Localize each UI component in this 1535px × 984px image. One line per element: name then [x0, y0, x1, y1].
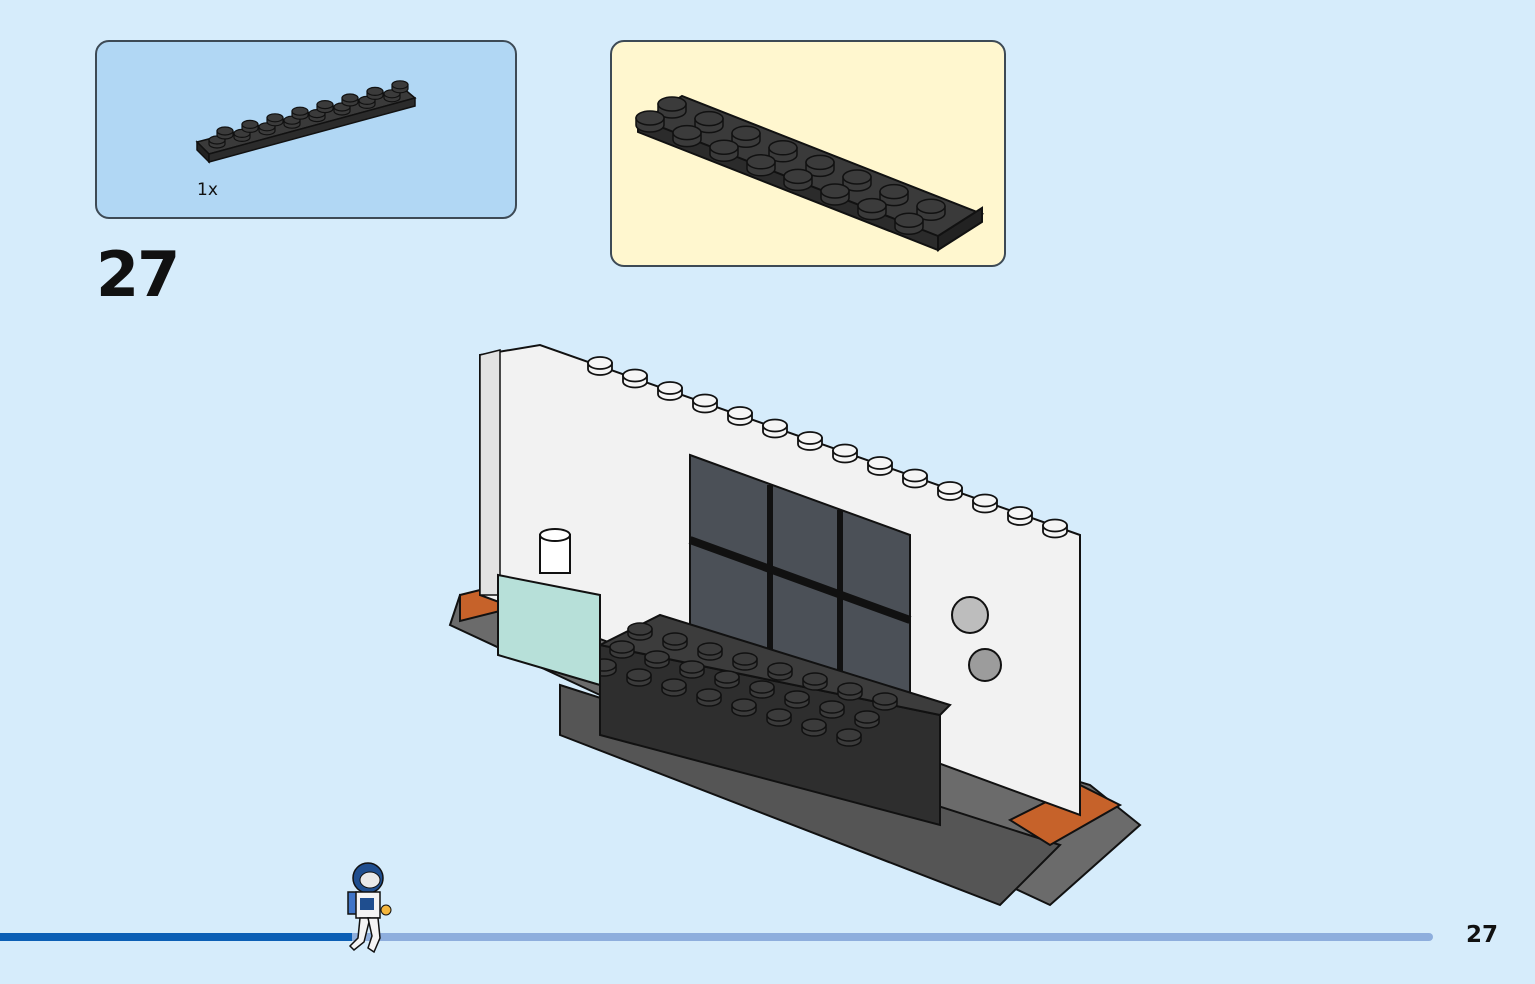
- stud-top: [767, 662, 793, 676]
- stud-top: [657, 381, 683, 395]
- lamp: [951, 596, 989, 634]
- stud-top: [937, 481, 963, 495]
- progress-bar: [0, 933, 1433, 941]
- stud-top: [867, 456, 893, 470]
- glass-panel: [497, 573, 601, 687]
- stud-top: [766, 708, 792, 722]
- stud-top: [672, 124, 702, 141]
- stud-top: [762, 418, 788, 433]
- stud-top: [587, 356, 613, 370]
- stud-top: [819, 700, 845, 714]
- stud-top: [894, 212, 924, 228]
- stud-top: [661, 678, 687, 692]
- stud-top: [662, 632, 688, 646]
- stud-top: [626, 668, 652, 682]
- progress-fill: [0, 933, 352, 941]
- stud-top: [902, 468, 928, 483]
- stud-top: [749, 680, 775, 694]
- stud-top: [291, 106, 309, 116]
- stud-top: [768, 140, 798, 156]
- stud-top: [783, 168, 813, 185]
- stud-top: [627, 622, 653, 636]
- stud-top: [694, 110, 724, 127]
- stud-top: [609, 640, 635, 654]
- stud-top: [731, 698, 757, 712]
- stud-top: [832, 443, 858, 458]
- stud-top: [727, 406, 753, 420]
- stud-top: [1042, 518, 1068, 533]
- stud-top: [837, 682, 863, 696]
- stud-top: [797, 431, 823, 445]
- stud-top: [216, 126, 234, 136]
- stud-top: [241, 119, 259, 130]
- stud-top: [972, 493, 998, 508]
- stud-top: [746, 154, 776, 170]
- black-plate-2x8-icon: [635, 94, 985, 252]
- part-quantity: 1x: [197, 180, 218, 200]
- model-illustration: [448, 343, 1142, 907]
- stud-top: [857, 197, 887, 214]
- stud-top: [872, 692, 898, 706]
- stud-top: [731, 125, 761, 141]
- black-plate-2x8-icon: [195, 80, 417, 164]
- stud-top: [801, 718, 827, 732]
- stud-top: [854, 710, 880, 724]
- stud-top: [709, 139, 739, 155]
- page-number: 27: [1466, 922, 1499, 948]
- stud-top: [391, 80, 409, 90]
- stud-top: [842, 169, 872, 185]
- stud-top: [732, 652, 758, 666]
- stud-top: [802, 672, 828, 686]
- stud-top: [635, 110, 665, 126]
- stud-top: [879, 183, 909, 200]
- stud-top: [697, 642, 723, 656]
- stud-top: [784, 690, 810, 704]
- stud-top: [366, 86, 384, 96]
- stud-top: [622, 368, 648, 383]
- stud-top: [696, 688, 722, 702]
- stud-top: [714, 670, 740, 684]
- stud-top: [657, 96, 687, 112]
- stud-top: [316, 99, 334, 110]
- astronaut-runner-icon: [347, 862, 392, 954]
- stud-top: [341, 93, 359, 103]
- stud-top: [820, 183, 850, 199]
- step-number: 27: [96, 238, 180, 311]
- callout-box: [610, 40, 1006, 267]
- stud-top: [266, 113, 284, 123]
- stud-top: [805, 154, 835, 171]
- stud-top: [644, 650, 670, 664]
- stud-top: [916, 198, 946, 214]
- stud-top: [1007, 506, 1033, 520]
- parts-list-box: 1x: [95, 40, 517, 219]
- stud-top: [679, 660, 705, 674]
- stud-top: [836, 728, 862, 742]
- stud-top: [692, 393, 718, 408]
